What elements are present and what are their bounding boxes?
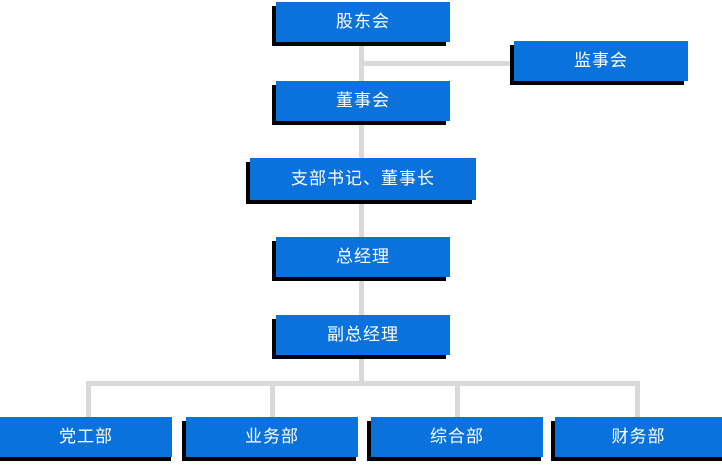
node-deputy-general-manager[interactable]: 副总经理: [276, 315, 450, 355]
connector-shareholders-to-supervisors: [359, 61, 515, 66]
connector-drop-finance: [635, 381, 640, 419]
node-branch-secretary-chairman[interactable]: 支部书记、董事长: [250, 158, 476, 200]
connector-drop-general-affairs: [455, 381, 460, 419]
node-board-of-supervisors[interactable]: 监事会: [514, 41, 688, 81]
connector-drop-party-work: [86, 381, 91, 419]
node-party-work-dept[interactable]: 党工部: [0, 417, 172, 457]
node-shareholders-meeting[interactable]: 股东会: [276, 2, 450, 42]
node-finance-dept[interactable]: 财务部: [555, 417, 722, 457]
connector-board-to-secretary: [359, 120, 364, 166]
node-business-dept[interactable]: 业务部: [186, 417, 358, 457]
connector-department-bus: [87, 381, 640, 386]
connector-gm-to-deputy-gm: [359, 276, 364, 322]
node-general-affairs-dept[interactable]: 综合部: [371, 417, 543, 457]
node-board-of-directors[interactable]: 董事会: [276, 81, 450, 121]
connector-secretary-to-gm: [359, 198, 364, 244]
node-general-manager[interactable]: 总经理: [276, 237, 450, 277]
connector-drop-business: [270, 381, 275, 419]
connector-deputy-gm-drop: [359, 354, 364, 386]
